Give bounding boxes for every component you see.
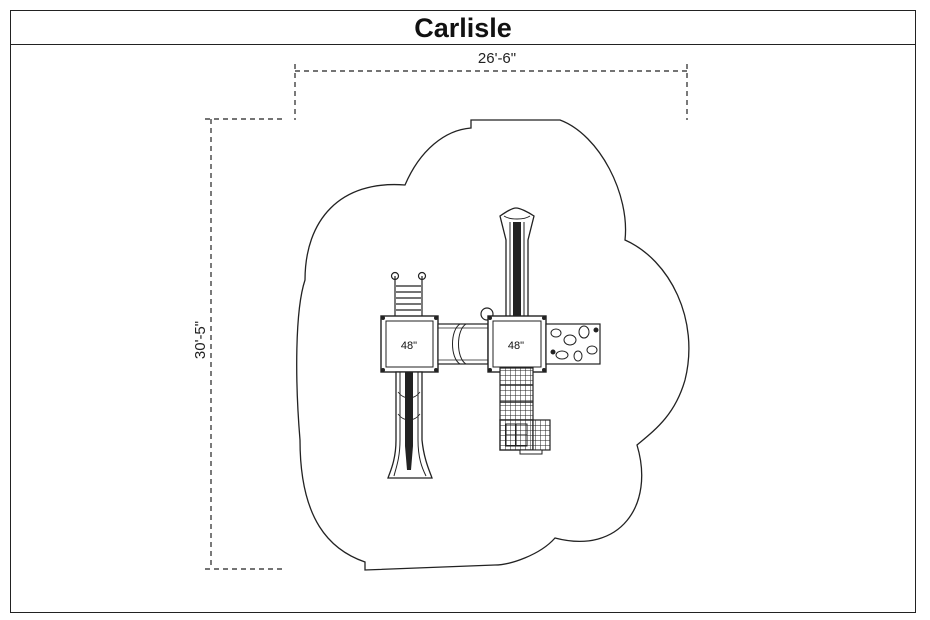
wavy-slide: [387, 371, 433, 479]
deck-height-label: 48": [508, 340, 524, 352]
width-dimension: 26'-6": [294, 50, 688, 120]
use-zone-outline: [296, 119, 690, 571]
right-tower: 48": [480, 207, 601, 455]
straight-slide: [499, 207, 535, 321]
drawing-frame: Carlisle: [10, 10, 916, 613]
ladder: [390, 271, 427, 318]
tunnel-bridge: [437, 323, 489, 365]
page-title: Carlisle: [414, 13, 512, 43]
width-label: 26'-6": [478, 50, 516, 67]
depth-label: 30'-5": [192, 321, 209, 359]
left-tower: 48": [380, 271, 439, 479]
stairs: [499, 367, 551, 455]
title-bar: Carlisle: [11, 11, 915, 45]
depth-dimension: 30'-5": [192, 118, 285, 570]
deck-height-label: 48": [401, 340, 417, 352]
rock-climber: [545, 323, 601, 365]
